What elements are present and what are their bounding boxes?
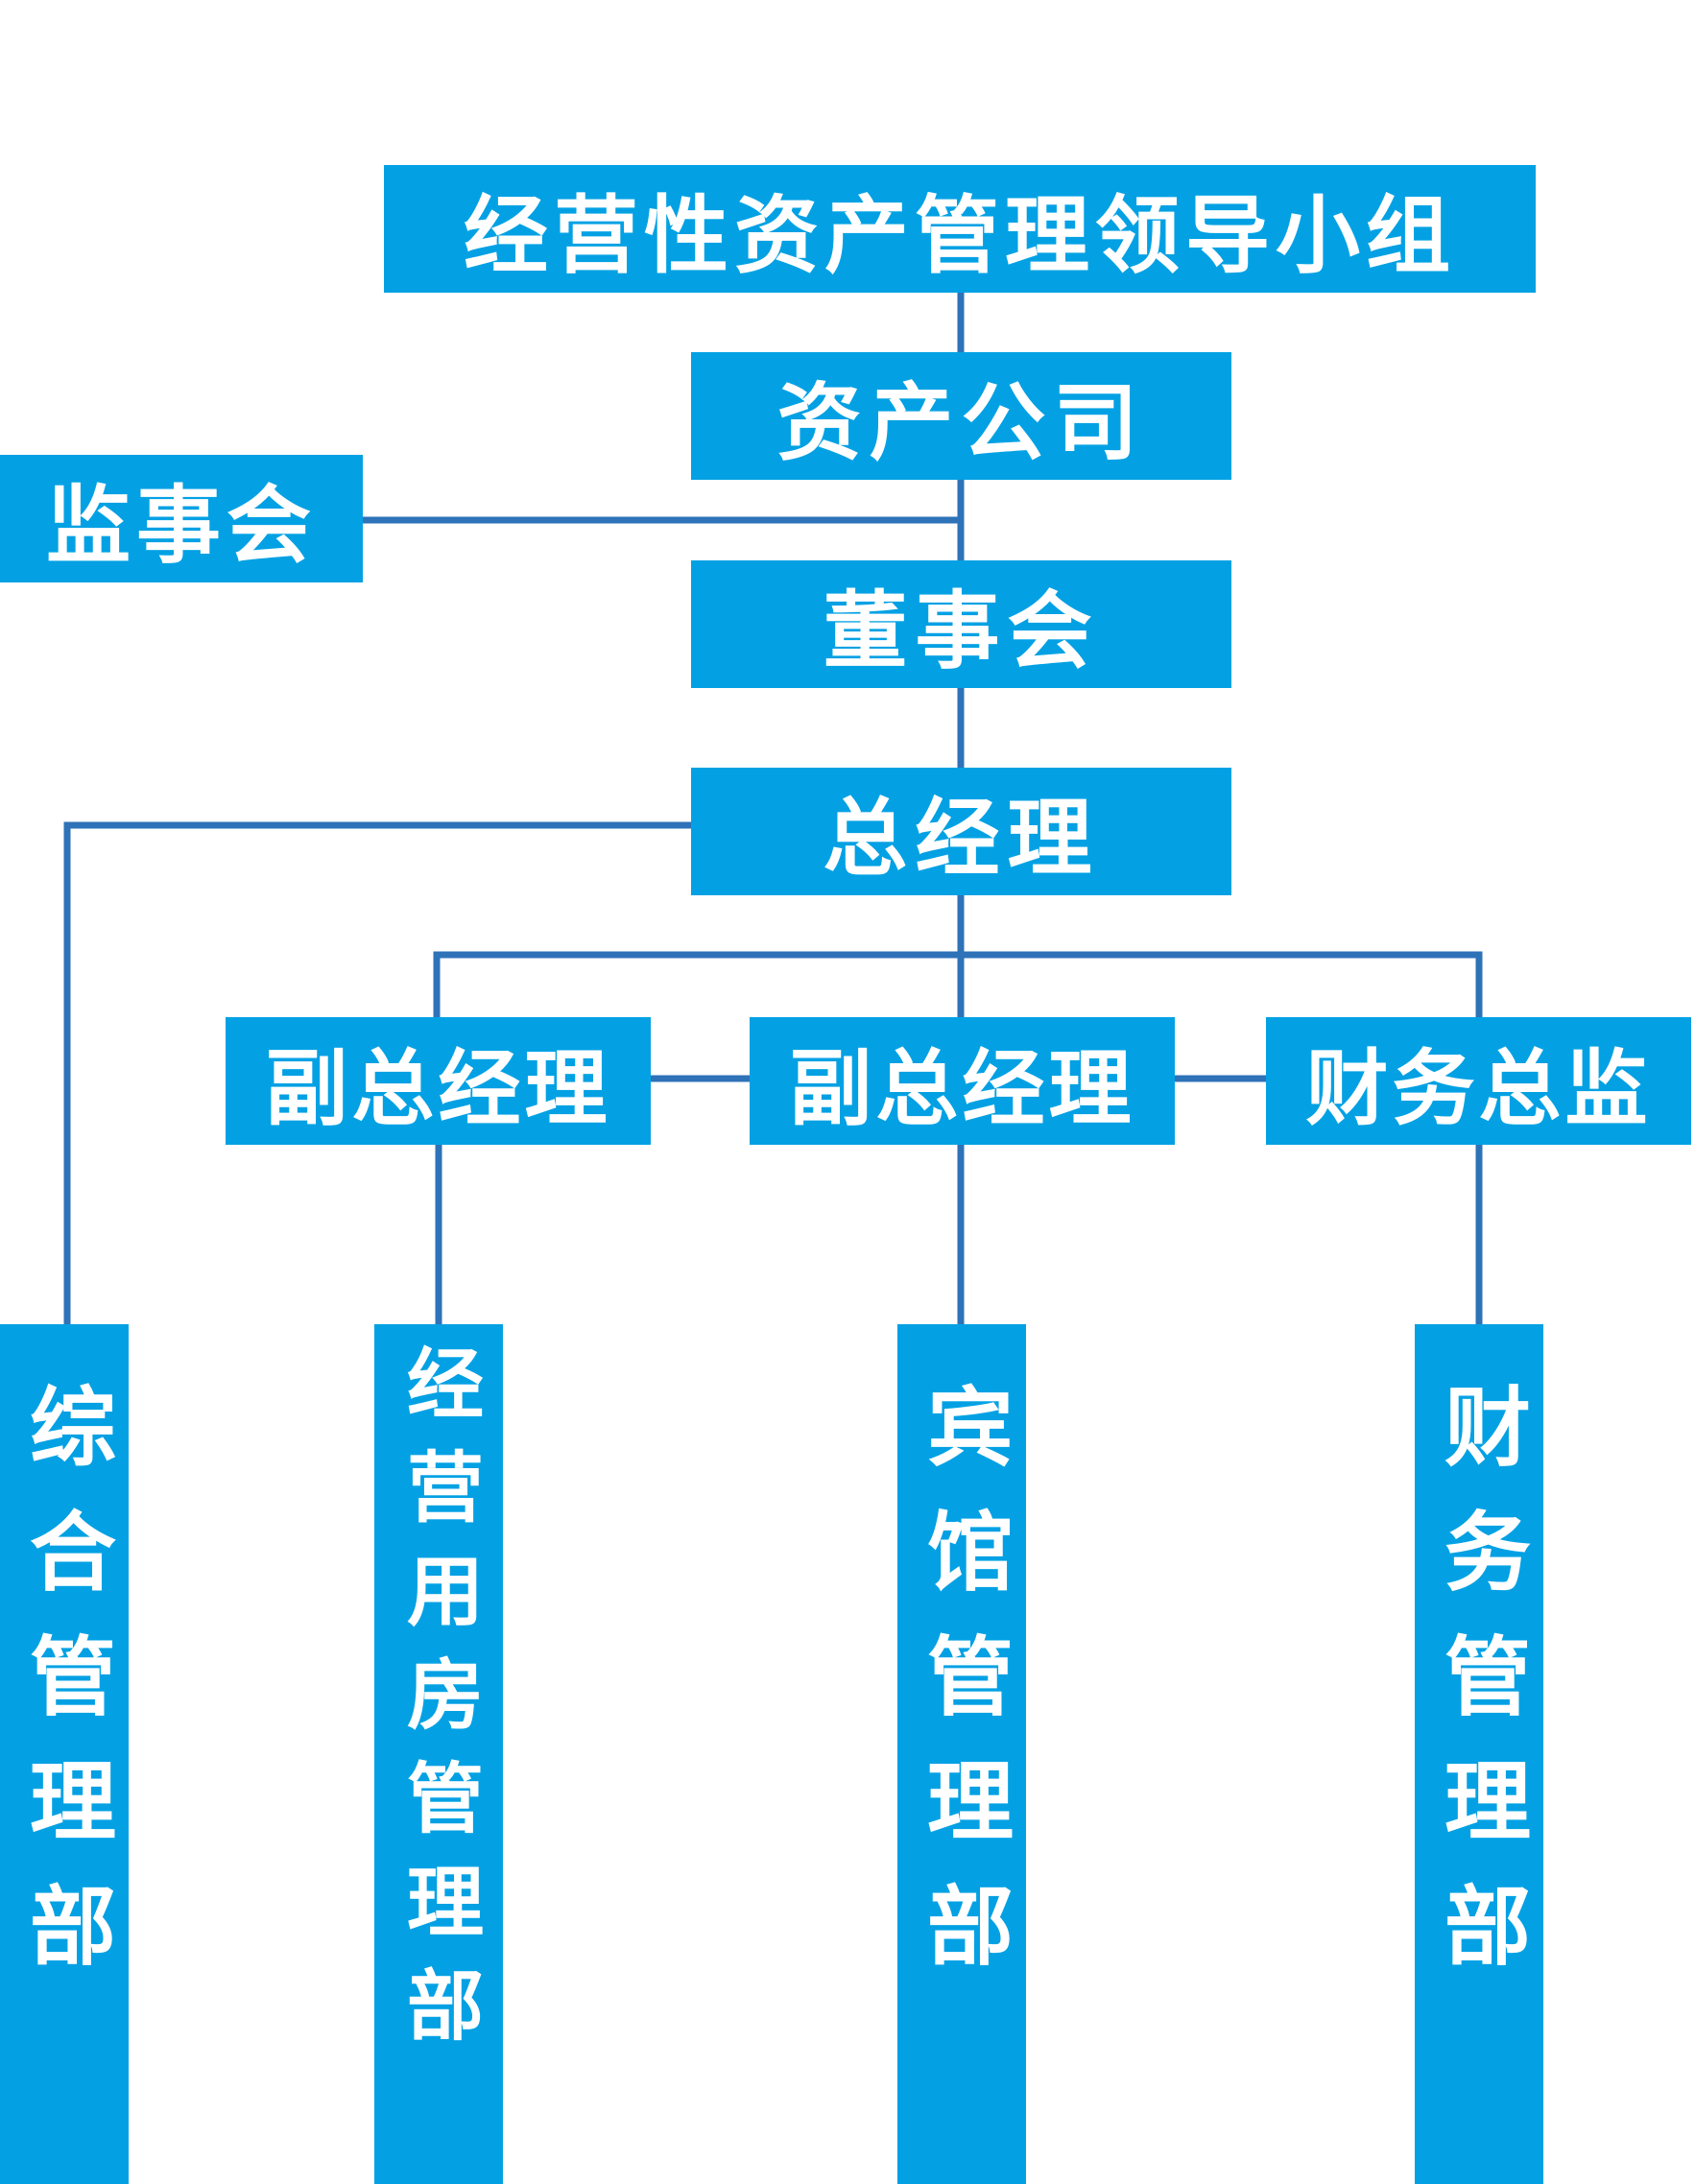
finance-director-label: 财务总监 bbox=[1305, 1041, 1652, 1137]
general-management-dept-box: 综合管理部 bbox=[0, 1324, 129, 2184]
leadership-group-box: 经营性资产管理领导小组 bbox=[384, 165, 1536, 293]
finance-management-dept-box: 财务管理部 bbox=[1415, 1324, 1543, 2184]
asset-company-box: 资产公司 bbox=[691, 352, 1231, 480]
hotel-management-dept-label: 宾馆管理部 bbox=[912, 1382, 1013, 2006]
board-of-directors-box: 董事会 bbox=[691, 560, 1231, 688]
general-manager-label: 总经理 bbox=[823, 789, 1100, 888]
deputy-gm-center-box: 副总经理 bbox=[750, 1017, 1175, 1145]
business-housing-dept-box: 经营用房管理部 bbox=[374, 1324, 503, 2184]
general-management-dept-label: 综合管理部 bbox=[14, 1382, 115, 2006]
leadership-group-label: 经营性资产管理领导小组 bbox=[463, 186, 1456, 285]
general-manager-box: 总经理 bbox=[691, 768, 1231, 895]
asset-company-label: 资产公司 bbox=[776, 373, 1146, 472]
deputy-gm-left-box: 副总经理 bbox=[226, 1017, 651, 1145]
board-of-directors-label: 董事会 bbox=[823, 582, 1100, 680]
deputy-gm-center-label: 副总经理 bbox=[789, 1041, 1135, 1137]
finance-director-box: 财务总监 bbox=[1266, 1017, 1691, 1145]
supervisory-board-box: 监事会 bbox=[0, 455, 363, 582]
finance-management-dept-label: 财务管理部 bbox=[1429, 1382, 1530, 2006]
supervisory-board-label: 监事会 bbox=[45, 476, 317, 575]
business-housing-dept-label: 经营用房管理部 bbox=[394, 1343, 484, 2069]
deputy-gm-left-label: 副总经理 bbox=[265, 1041, 611, 1137]
hotel-management-dept-box: 宾馆管理部 bbox=[897, 1324, 1026, 2184]
